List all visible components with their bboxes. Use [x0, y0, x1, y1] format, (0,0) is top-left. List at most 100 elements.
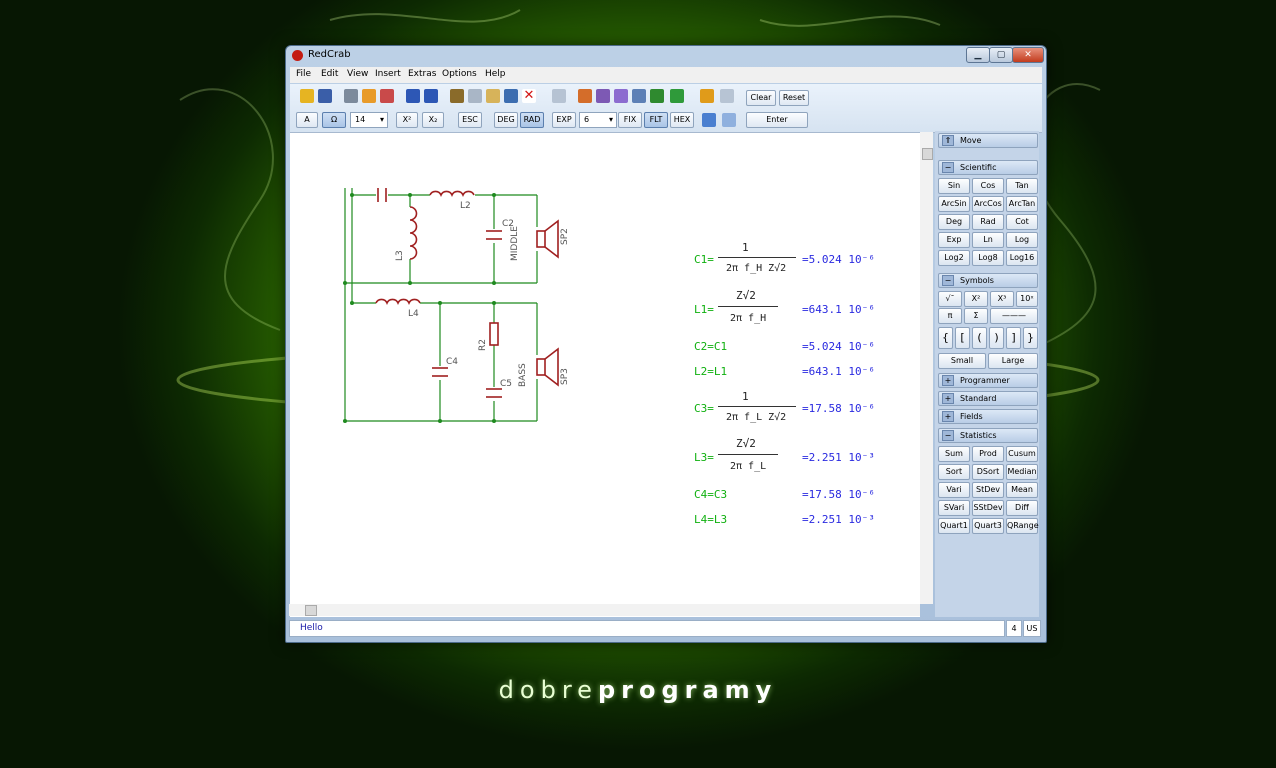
hex-button[interactable]: HEX — [670, 112, 694, 128]
check-icon[interactable] — [380, 89, 394, 103]
cot-button[interactable]: Cot — [1006, 214, 1038, 230]
vertical-scrollbar[interactable] — [920, 132, 933, 604]
sstdev-button[interactable]: SStDev — [972, 500, 1004, 516]
arcsin-button[interactable]: ArcSin — [938, 196, 970, 212]
subscript-button[interactable]: X₂ — [422, 112, 444, 128]
undo-icon[interactable] — [406, 89, 420, 103]
text-icon[interactable] — [614, 89, 628, 103]
sort-button[interactable]: Sort — [938, 464, 970, 480]
menu-insert[interactable]: Insert — [375, 69, 401, 79]
font-a-button[interactable]: A — [296, 112, 318, 128]
paren-close-button[interactable]: ) — [989, 327, 1004, 349]
fields-header[interactable]: +Fields — [938, 409, 1038, 424]
tan-button[interactable]: Tan — [1006, 178, 1038, 194]
ln-button[interactable]: Ln — [972, 232, 1004, 248]
sin-button[interactable]: Sin — [938, 178, 970, 194]
matrix2-icon[interactable] — [722, 113, 736, 127]
rad-func-button[interactable]: Rad — [972, 214, 1004, 230]
copy-icon[interactable] — [468, 89, 482, 103]
log8-button[interactable]: Log8 — [972, 250, 1004, 266]
dsort-button[interactable]: DSort — [972, 464, 1004, 480]
deg-func-button[interactable]: Deg — [938, 214, 970, 230]
digits-select[interactable]: 6 — [579, 112, 617, 128]
chart-icon[interactable] — [578, 89, 592, 103]
scroll-thumb[interactable] — [305, 605, 317, 616]
menu-help[interactable]: Help — [485, 69, 506, 79]
large-button[interactable]: Large — [988, 353, 1038, 369]
superscript-button[interactable]: X² — [396, 112, 418, 128]
sigma-button[interactable]: Σ — [964, 308, 988, 324]
grid-icon[interactable] — [552, 89, 566, 103]
chart2-icon[interactable] — [596, 89, 610, 103]
brace-open-button[interactable]: { — [938, 327, 953, 349]
small-button[interactable]: Small — [938, 353, 986, 369]
svari-button[interactable]: SVari — [938, 500, 970, 516]
redo-icon[interactable] — [424, 89, 438, 103]
stdev-button[interactable]: StDev — [972, 482, 1004, 498]
list-icon[interactable] — [720, 89, 734, 103]
cube-button[interactable]: X³ — [990, 291, 1014, 307]
lock-icon[interactable] — [700, 89, 714, 103]
delete-icon[interactable]: ✕ — [522, 88, 536, 103]
bar-icon[interactable] — [650, 89, 664, 103]
command-line[interactable]: Hello — [289, 620, 1005, 637]
scientific-header[interactable]: −Scientific — [938, 160, 1038, 175]
log16-button[interactable]: Log16 — [1006, 250, 1038, 266]
statistics-header[interactable]: −Statistics — [938, 428, 1038, 443]
fix-button[interactable]: FIX — [618, 112, 642, 128]
menu-options[interactable]: Options — [442, 69, 477, 79]
median-button[interactable]: Median — [1006, 464, 1038, 480]
settings-icon[interactable] — [362, 89, 376, 103]
flt-button[interactable]: FLT — [644, 112, 668, 128]
close-button[interactable]: ✕ — [1012, 47, 1044, 63]
clear-button[interactable]: Clear — [746, 90, 776, 106]
enter-button[interactable]: Enter — [746, 112, 808, 128]
exp-func-button[interactable]: Exp — [938, 232, 970, 248]
paren-open-button[interactable]: ( — [972, 327, 987, 349]
paste-icon[interactable] — [486, 89, 500, 103]
menu-edit[interactable]: Edit — [321, 69, 339, 79]
menu-file[interactable]: File — [296, 69, 312, 79]
minimize-button[interactable]: ▁ — [966, 47, 990, 63]
menu-view[interactable]: View — [347, 69, 369, 79]
quart3-button[interactable]: Quart3 — [972, 518, 1004, 534]
table-icon[interactable] — [504, 89, 518, 103]
log-button[interactable]: Log — [1006, 232, 1038, 248]
ten-power-button[interactable]: 10ˣ — [1016, 291, 1038, 307]
worksheet[interactable]: L2 C2 MIDDLE SP2 L3 L4 R2 C4 BASS C5 SP3… — [290, 133, 920, 617]
move-header[interactable]: ⇑Move — [938, 133, 1038, 148]
deg-button[interactable]: DEG — [494, 112, 518, 128]
rad-button[interactable]: RAD — [520, 112, 544, 128]
exp-button[interactable]: EXP — [552, 112, 576, 128]
qrange-button[interactable]: QRange — [1006, 518, 1039, 534]
mean-button[interactable]: Mean — [1006, 482, 1038, 498]
print-icon[interactable] — [344, 89, 358, 103]
vari-button[interactable]: Vari — [938, 482, 970, 498]
standard-header[interactable]: +Standard — [938, 391, 1038, 406]
title-bar[interactable]: RedCrab ▁ ▢ ✕ — [286, 46, 1046, 66]
prod-button[interactable]: Prod — [972, 446, 1004, 462]
menu-extras[interactable]: Extras — [408, 69, 437, 79]
cusum-button[interactable]: Cusum — [1006, 446, 1038, 462]
omega-button[interactable]: Ω — [322, 112, 346, 128]
symbols-header[interactable]: −Symbols — [938, 273, 1038, 288]
fraction-button[interactable]: ——— — [990, 308, 1038, 324]
bracket-close-button[interactable]: ] — [1006, 327, 1021, 349]
pi-button[interactable]: π — [938, 308, 962, 324]
programmer-header[interactable]: +Programmer — [938, 373, 1038, 388]
cos-button[interactable]: Cos — [972, 178, 1004, 194]
bracket-open-button[interactable]: [ — [955, 327, 970, 349]
scroll-thumb[interactable] — [922, 148, 933, 160]
diff-button[interactable]: Diff — [1006, 500, 1038, 516]
brace-close-button[interactable]: } — [1023, 327, 1038, 349]
maximize-button[interactable]: ▢ — [989, 47, 1013, 63]
image-icon[interactable] — [670, 89, 684, 103]
open-icon[interactable] — [300, 89, 314, 103]
reset-button[interactable]: Reset — [779, 90, 809, 106]
sqrt-button[interactable]: √¯ — [938, 291, 962, 307]
graph-icon[interactable] — [632, 89, 646, 103]
cut-icon[interactable] — [450, 89, 464, 103]
square-button[interactable]: X² — [964, 291, 988, 307]
save-icon[interactable] — [318, 89, 332, 103]
matrix-icon[interactable] — [702, 113, 716, 127]
